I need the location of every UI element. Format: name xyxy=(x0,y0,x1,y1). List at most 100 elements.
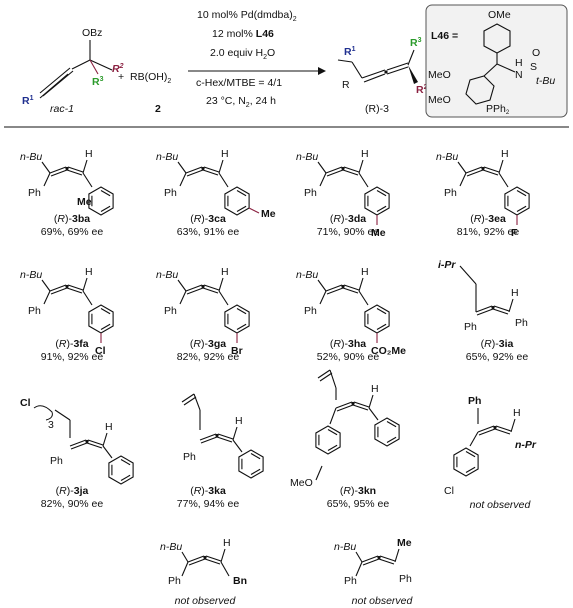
compound-label: (R)-3ka xyxy=(190,485,226,497)
bond xyxy=(476,308,494,316)
condition-line-5: 23 °C, N2, 24 h xyxy=(206,95,276,109)
bond xyxy=(343,166,360,173)
yield-ee-label: 82%, 92% ee xyxy=(177,351,240,363)
h-label: H xyxy=(85,148,93,160)
bond xyxy=(177,279,187,292)
r3-label: R3 xyxy=(92,76,104,88)
bond xyxy=(508,298,514,313)
bond xyxy=(482,169,499,176)
bond xyxy=(120,459,131,466)
benzene-ring xyxy=(453,447,479,477)
ph-label: Ph xyxy=(304,187,317,199)
allene-center xyxy=(491,305,495,310)
product-3: R1 R R3 R2 (R)-3 xyxy=(337,37,428,115)
product-r1: R1 xyxy=(344,46,356,58)
ligand-name: L46 = xyxy=(431,30,458,42)
bond xyxy=(516,205,527,212)
not-observed-label: not observed xyxy=(470,499,532,511)
yield-ee-label: 82%, 90% ee xyxy=(41,498,104,510)
yield-ee-label: 65%, 92% ee xyxy=(466,351,529,363)
not-observed-label: not observed xyxy=(352,595,414,607)
compound-label: (R)-3ea xyxy=(470,213,506,225)
bond xyxy=(179,290,187,305)
ligand-meo-2: MeO xyxy=(428,94,451,106)
bond xyxy=(193,393,201,411)
yield-ee-label: 52%, 90% ee xyxy=(317,351,380,363)
ligand-s: S xyxy=(530,61,537,73)
compound-label: (R)-3ja xyxy=(56,485,89,497)
methyl-label: Me xyxy=(261,208,276,220)
bond xyxy=(217,433,234,440)
bond xyxy=(465,466,476,473)
bond xyxy=(199,433,217,441)
bond xyxy=(185,284,203,292)
bond xyxy=(394,548,400,563)
allene-center xyxy=(351,401,355,406)
bond xyxy=(342,287,359,294)
bond xyxy=(469,431,479,447)
substituent-label: F xyxy=(511,227,518,239)
h-label: H xyxy=(511,287,519,299)
h-label: H xyxy=(223,537,231,549)
n-bu-label: n-Bu xyxy=(20,269,42,281)
bond xyxy=(358,172,369,188)
bond xyxy=(315,465,323,481)
bond xyxy=(250,453,261,460)
condition-line-3: 2.0 equiv H2O xyxy=(210,47,275,61)
allene-center xyxy=(201,166,205,171)
bond xyxy=(466,169,484,177)
yield-ee-label: 81%, 92% ee xyxy=(457,226,520,238)
bond xyxy=(54,409,71,421)
substituent-label: Br xyxy=(231,345,243,357)
reactant-1: OBz R1 R2 R3 rac-1 xyxy=(22,27,124,115)
bond xyxy=(86,442,103,449)
bond xyxy=(368,394,374,409)
ph-label: Ph xyxy=(28,305,41,317)
condition-line-2: 12 mol% L46 xyxy=(212,28,274,40)
bond xyxy=(236,323,247,330)
bond xyxy=(220,561,230,577)
bond xyxy=(336,404,354,412)
bond xyxy=(67,284,84,291)
allene-center xyxy=(341,284,345,289)
bond xyxy=(477,425,495,433)
ph-label: Ph xyxy=(50,455,63,467)
allene-center xyxy=(65,166,69,171)
bond xyxy=(232,439,243,453)
bond xyxy=(326,169,344,177)
bond xyxy=(179,172,187,187)
benzene-ring xyxy=(374,417,400,447)
ligand-tbu: t-Bu xyxy=(536,75,555,87)
bond xyxy=(379,555,396,562)
bond xyxy=(66,169,83,176)
bond xyxy=(100,323,111,330)
bond xyxy=(203,284,220,291)
bond xyxy=(378,558,395,565)
ligand-meo-1: MeO xyxy=(428,69,451,81)
bond xyxy=(236,190,247,197)
compound-label: (R)-3ba xyxy=(54,213,90,225)
h-label: H xyxy=(221,148,229,160)
benzene-ring xyxy=(224,304,250,334)
h-label: H xyxy=(361,148,369,160)
bond xyxy=(457,161,467,174)
bond xyxy=(205,555,222,562)
bond xyxy=(102,445,113,459)
bond xyxy=(327,429,338,436)
benzene-ring xyxy=(315,425,341,455)
not-observed-label: not observed xyxy=(175,595,237,607)
bond xyxy=(459,172,467,187)
benzene-ring xyxy=(504,186,530,216)
bond xyxy=(376,205,387,212)
bond xyxy=(200,436,218,444)
allene-center xyxy=(65,284,69,289)
ph-label: Ph xyxy=(344,575,357,587)
bond xyxy=(218,277,224,292)
bond xyxy=(218,172,229,188)
yield-ee-label: 65%, 95% ee xyxy=(327,498,390,510)
bond xyxy=(317,369,331,379)
h-label: H xyxy=(105,421,113,433)
